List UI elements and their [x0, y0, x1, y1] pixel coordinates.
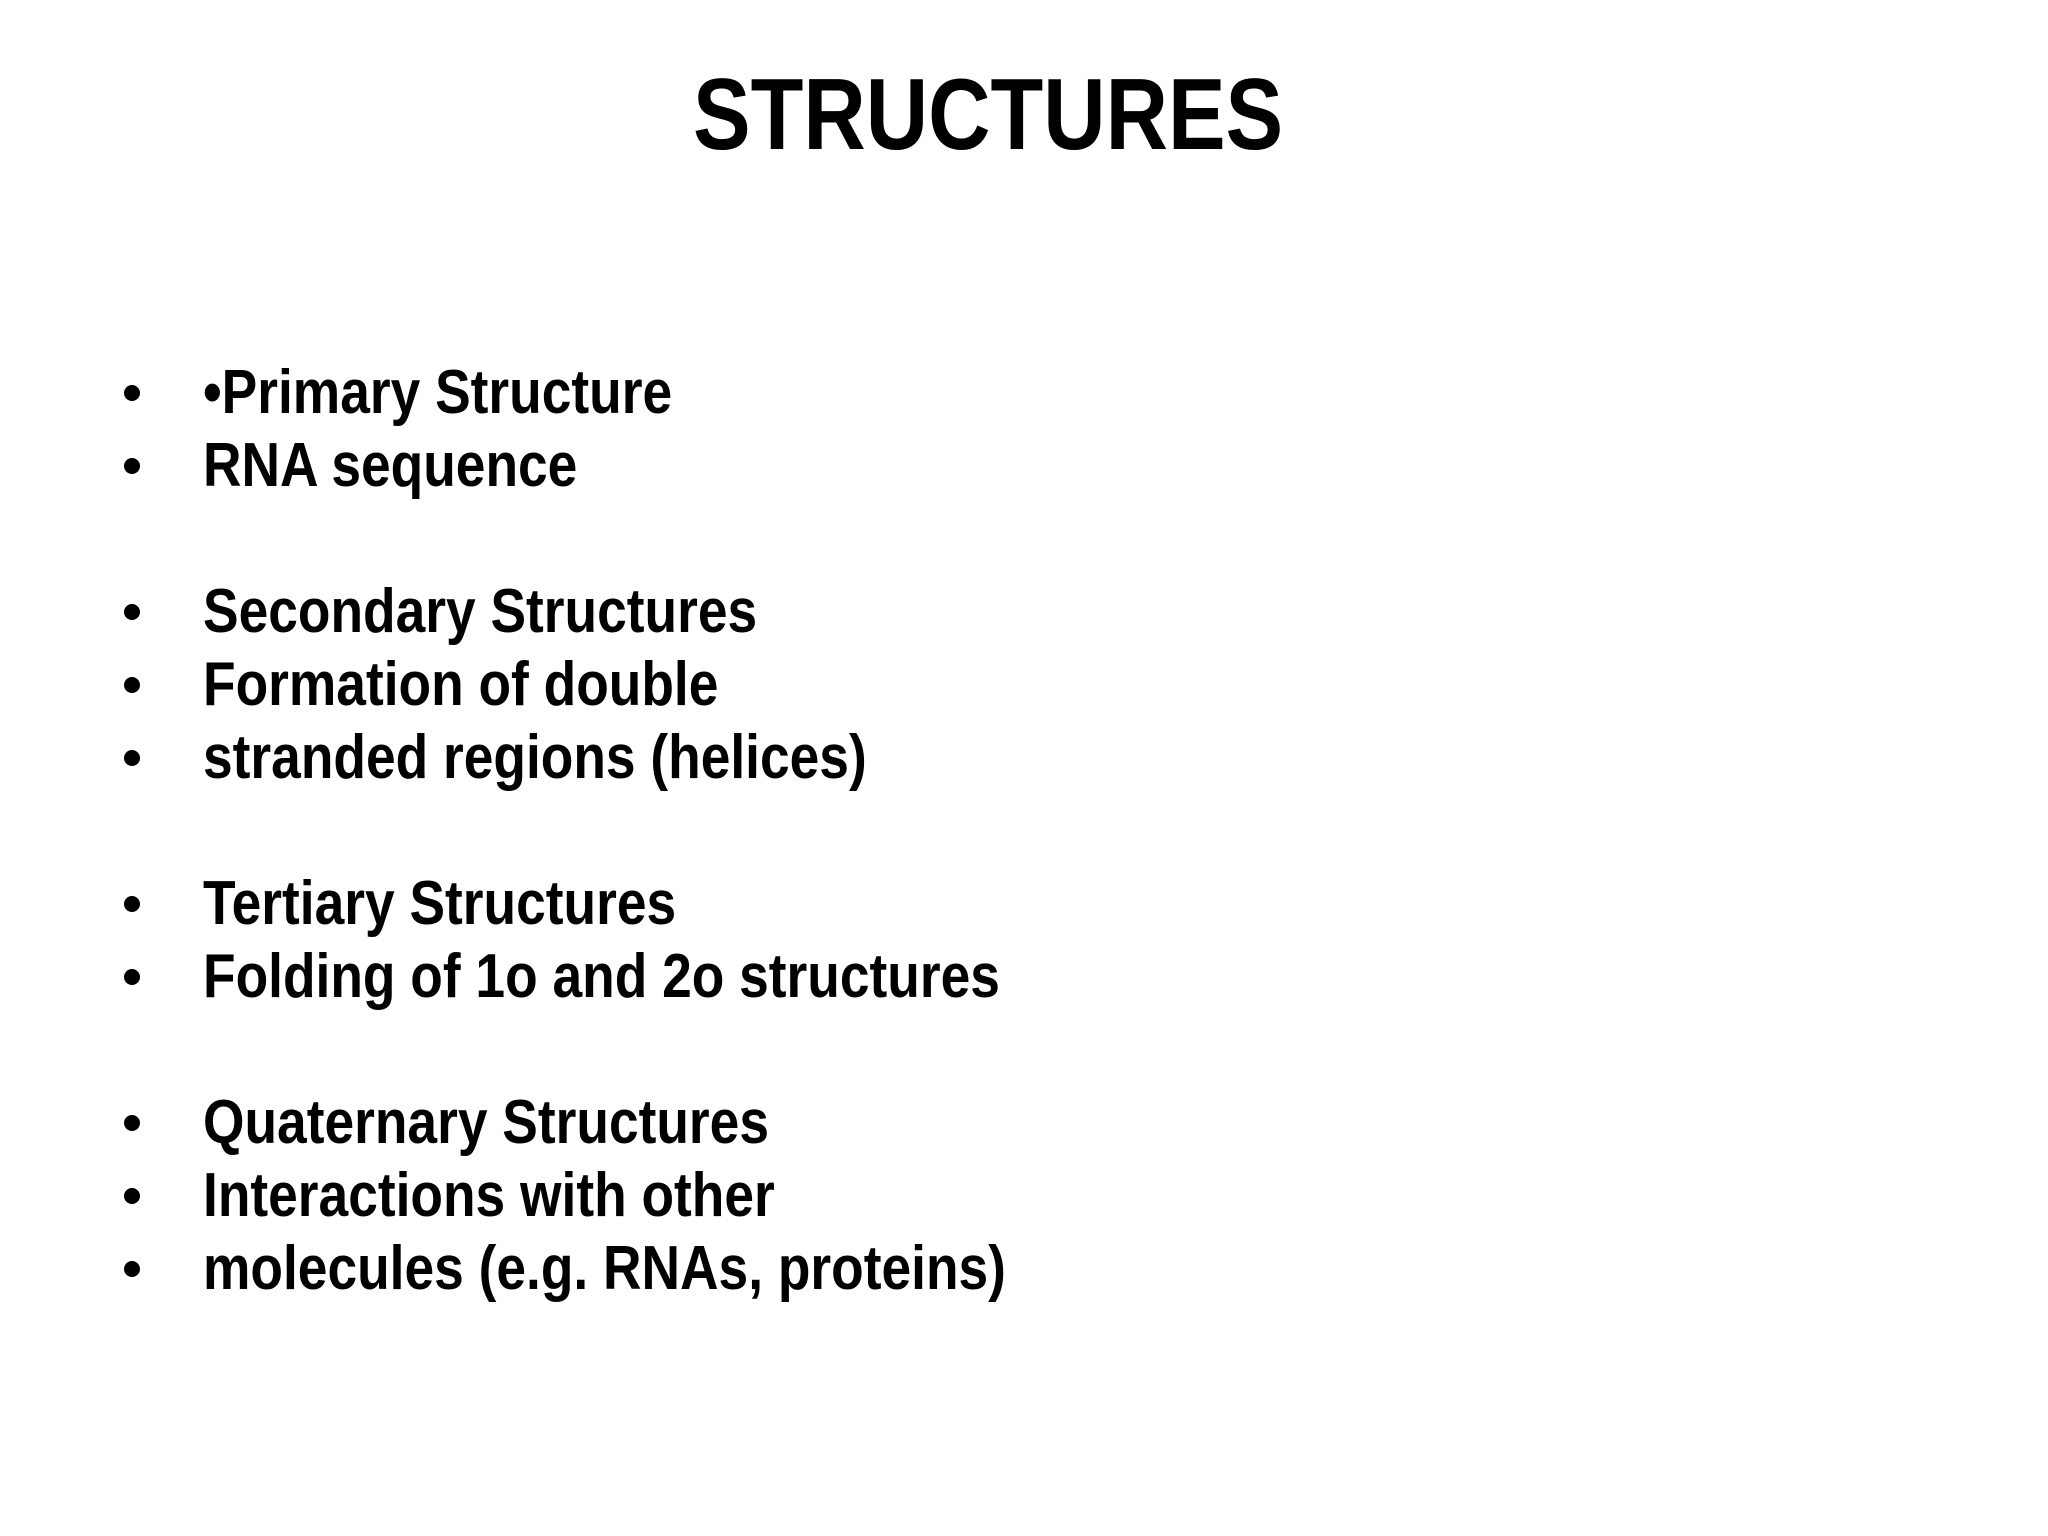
bullet-icon	[124, 603, 140, 620]
bullet-text: Formation of double	[203, 650, 719, 719]
page-title-text: STRUCTURES	[692, 59, 1284, 171]
bullet-text: Tertiary Structures	[203, 869, 677, 938]
bullet-icon	[124, 895, 140, 912]
bullet-text: Quaternary Structures	[203, 1088, 769, 1157]
bullet-icon	[124, 968, 140, 985]
bullet-icon	[124, 1187, 140, 1204]
bullet-text: molecules (e.g. RNAs, proteins)	[203, 1234, 1006, 1303]
list-item: Secondary Structures	[0, 575, 2048, 648]
bullet-text: Folding of 1o and 2o structures	[203, 942, 1000, 1011]
bullet-group-quaternary: Quaternary Structures Interactions with …	[0, 1086, 2048, 1305]
bullet-list: •Primary Structure RNA sequence Secondar…	[0, 356, 2048, 1305]
bullet-icon	[124, 749, 140, 766]
list-item: Formation of double	[0, 648, 2048, 721]
bullet-text: Interactions with other	[203, 1161, 775, 1230]
bullet-text: •Primary Structure	[203, 358, 673, 427]
list-item: molecules (e.g. RNAs, proteins)	[0, 1232, 2048, 1305]
bullet-icon	[124, 1114, 140, 1131]
bullet-icon	[124, 384, 140, 401]
page-title: STRUCTURES	[0, 65, 2048, 166]
list-item: •Primary Structure	[0, 356, 2048, 429]
bullet-group-tertiary: Tertiary Structures Folding of 1o and 2o…	[0, 867, 2048, 1013]
bullet-icon	[124, 676, 140, 693]
bullet-group-secondary: Secondary Structures Formation of double…	[0, 575, 2048, 794]
list-item: RNA sequence	[0, 429, 2048, 502]
bullet-text: RNA sequence	[203, 431, 578, 500]
bullet-icon	[124, 1260, 140, 1277]
bullet-group-primary: •Primary Structure RNA sequence	[0, 356, 2048, 502]
bullet-icon	[124, 457, 140, 474]
bullet-text: Secondary Structures	[203, 577, 758, 646]
list-item: Tertiary Structures	[0, 867, 2048, 940]
list-item: Quaternary Structures	[0, 1086, 2048, 1159]
list-item: stranded regions (helices)	[0, 721, 2048, 794]
bullet-text: stranded regions (helices)	[203, 723, 867, 792]
list-item: Interactions with other	[0, 1159, 2048, 1232]
list-item: Folding of 1o and 2o structures	[0, 940, 2048, 1013]
